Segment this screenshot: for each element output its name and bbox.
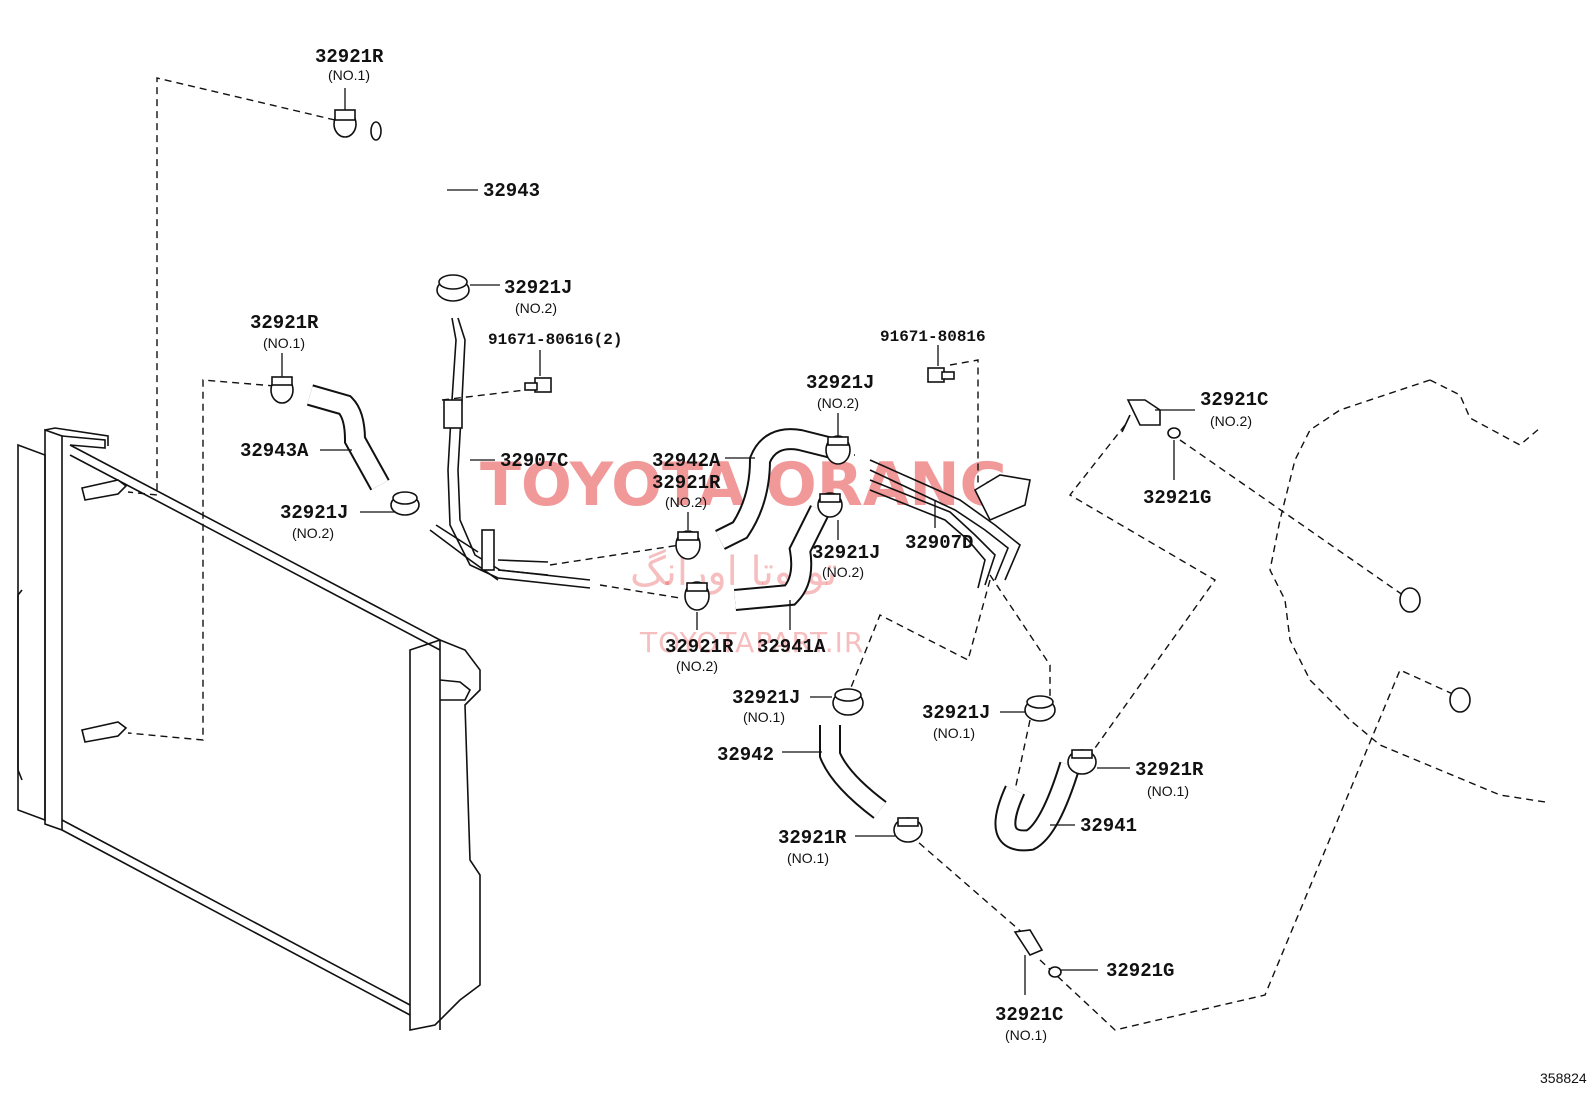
label-l26-sub: (NO.1) xyxy=(1005,1027,1047,1043)
label-l17-sub: (NO.2) xyxy=(1210,413,1252,429)
label-l17-part: 32921C xyxy=(1200,389,1268,411)
label-l21-part: 32921J xyxy=(922,702,990,724)
radiator-drawing xyxy=(17,427,481,1031)
label-l26-part: 32921C xyxy=(995,1004,1063,1026)
label-l18-part: 32921G xyxy=(1143,487,1211,509)
label-l19-sub: (NO.1) xyxy=(743,709,785,725)
label-l8-part: 32907C xyxy=(500,450,568,472)
watermark-site: TOYOTAPART.IR xyxy=(639,626,864,659)
label-l12-part: 32921J xyxy=(806,372,874,394)
label-l24-sub: (NO.1) xyxy=(787,850,829,866)
label-l22-part: 32921R xyxy=(1135,759,1204,781)
label-l23-part: 32941 xyxy=(1080,815,1137,837)
label-l14-part: 32907D xyxy=(905,532,973,554)
connection-lines xyxy=(127,77,1546,1031)
label-l5-part: 32921R xyxy=(250,312,319,334)
label-l22-sub: (NO.1) xyxy=(1147,783,1189,799)
label-l3-sub: (NO.2) xyxy=(515,300,557,316)
label-l6-part: 32943A xyxy=(240,440,309,462)
label-l5-sub: (NO.1) xyxy=(263,335,305,351)
label-l1-part: 32921R xyxy=(315,46,384,68)
watermark: TOYOTA ORANG تویوتا اورانگ TOYOTAPART.IR xyxy=(480,450,1009,659)
components xyxy=(270,109,1471,978)
label-l15-part: 32921R xyxy=(665,636,734,658)
label-l7-part: 32921J xyxy=(280,502,348,524)
label-l12-sub: (NO.2) xyxy=(817,395,859,411)
label-l7-sub: (NO.2) xyxy=(292,525,334,541)
label-l21-sub: (NO.1) xyxy=(933,725,975,741)
label-l2-part: 32943 xyxy=(483,180,540,202)
label-l15-sub: (NO.2) xyxy=(676,658,718,674)
label-l11-part: 91671-80816 xyxy=(880,328,986,346)
label-l19-part: 32921J xyxy=(732,687,800,709)
label-l20-part: 32942 xyxy=(717,744,774,766)
label-l13-part: 32921J xyxy=(812,542,880,564)
label-l3-part: 32921J xyxy=(504,277,572,299)
label-l10-sub: (NO.2) xyxy=(665,494,707,510)
label-l1-sub: (NO.1) xyxy=(328,67,370,83)
label-l25-part: 32921G xyxy=(1106,960,1174,982)
label-l13-sub: (NO.2) xyxy=(822,564,864,580)
label-l9-part: 32942A xyxy=(652,450,721,472)
label-l10-part: 32921R xyxy=(652,472,721,494)
label-l4-part: 91671-80616(2) xyxy=(488,331,622,349)
leader-lines xyxy=(281,88,1195,995)
label-l24-part: 32921R xyxy=(778,827,847,849)
part-labels: 32921R (NO.1) 32943 32921J (NO.2) 91671-… xyxy=(240,46,1268,1043)
label-l16-part: 32941A xyxy=(757,636,826,658)
figure-number: 358824 xyxy=(1540,1070,1587,1086)
